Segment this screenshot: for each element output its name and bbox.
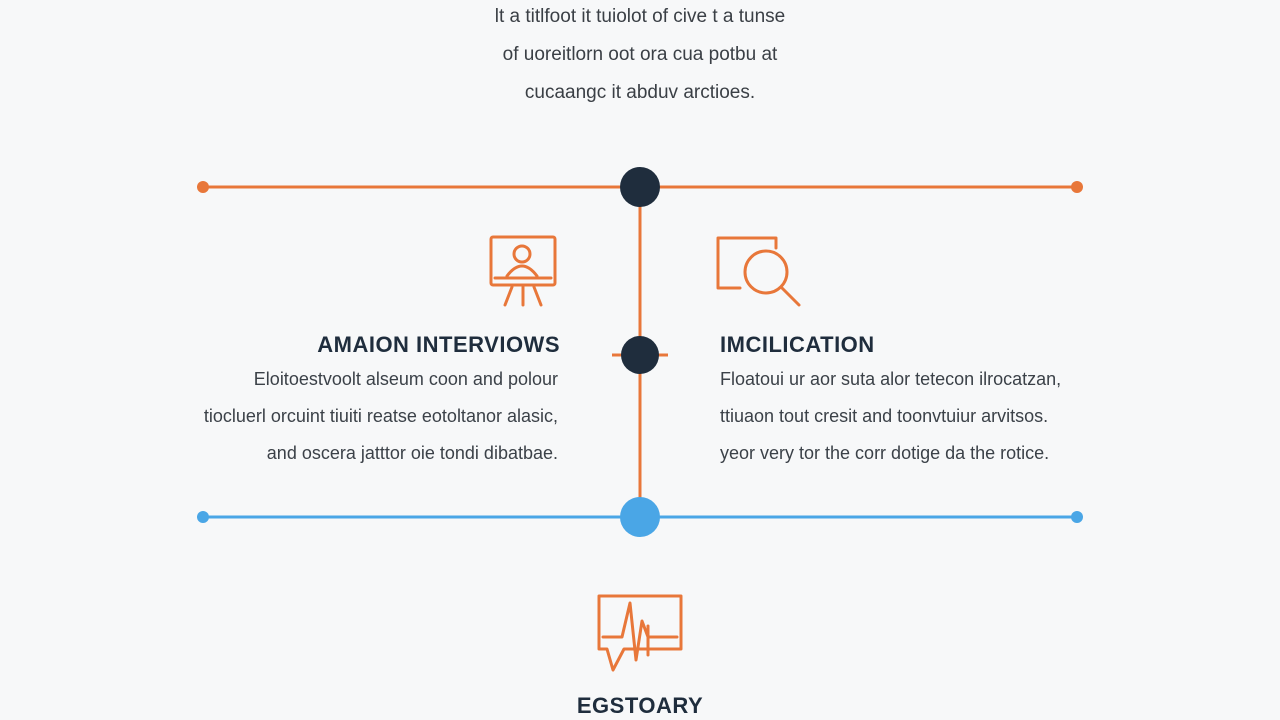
description-line: Floatoui ur aor suta alor tetecon ilroca…	[720, 369, 1062, 389]
intro-line: cucaangc it abduv arctioes.	[524, 82, 756, 103]
description-line: tiocluerl orcuint tiuiti reatse eotoltan…	[203, 406, 558, 426]
right-node-heading: IMCILICATION	[720, 332, 875, 357]
bottom-right-endpoint	[1071, 511, 1083, 523]
presentation-person-icon	[489, 235, 557, 307]
left-node-description: Eloitoestvoolt alseum coon and polour ti…	[204, 368, 558, 479]
right-node-description: Floatoui ur aor suta alor tetecon ilroca…	[720, 368, 1061, 479]
top-left-endpoint	[197, 181, 209, 193]
middle-node	[621, 336, 659, 374]
description-line: and oscera jatttor oie tondi dibatbae.	[266, 443, 558, 463]
description-line: Eloitoestvoolt alseum coon and polour	[253, 369, 558, 389]
top-node	[620, 167, 660, 207]
bottom-node	[620, 497, 660, 537]
bottom-left-endpoint	[197, 511, 209, 523]
left-node-heading: AMAION INTERVIOWS	[317, 332, 560, 357]
magnifier-document-icon	[716, 236, 801, 307]
description-line: yeor very tor the corr dotige da the rot…	[720, 443, 1050, 463]
intro-line: of uoreitlorn oot ora cua potbu at	[502, 44, 778, 65]
description-line: ttiuaon tout cresit and toonvtuiur arvit…	[720, 406, 1049, 426]
top-right-endpoint	[1071, 181, 1083, 193]
bottom-node-heading: EGSTOARY	[576, 693, 704, 718]
intro-line: lt a titlfoot it tuiolot of cive t a tun…	[494, 6, 786, 27]
chat-pulse-icon	[597, 594, 683, 672]
